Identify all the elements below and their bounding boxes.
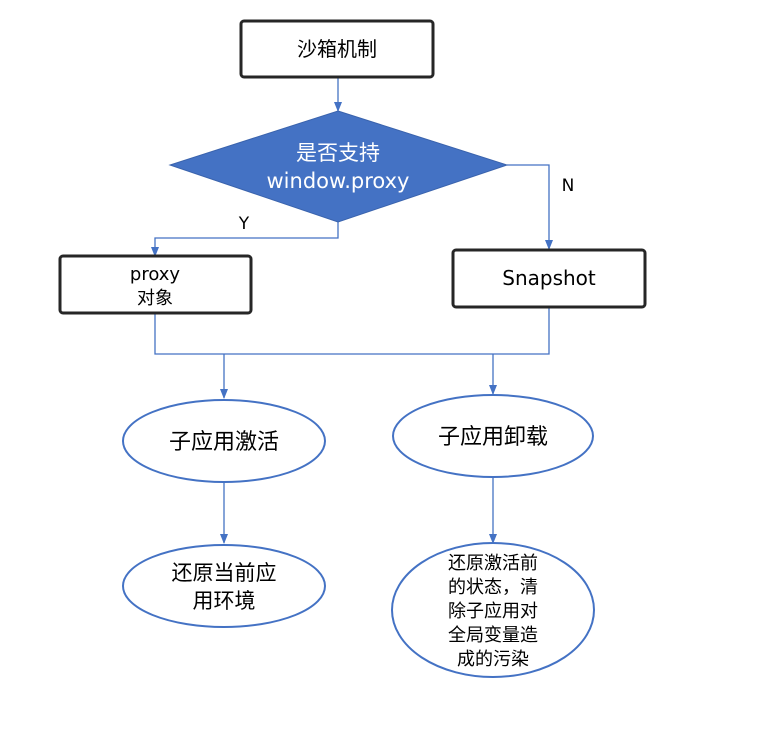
restore-state-line-5: 成的污染 [457, 649, 529, 670]
restore-env-line-2: 用环境 [193, 589, 256, 613]
decision-line-2: window.proxy [267, 169, 410, 193]
restore-state-line-1: 还原激活前 [448, 553, 538, 574]
edge-decision-to-snapshot [507, 164, 553, 250]
restore-state-line-4: 全局变量造 [448, 625, 538, 646]
edge-decision-to-proxy [151, 222, 339, 257]
unload-node: 子应用卸载 [392, 394, 594, 478]
decision-line-1: 是否支持 [296, 141, 380, 165]
restore-env-node: 还原当前应 用环境 [122, 544, 326, 628]
edge-proxy-merge [154, 307, 550, 355]
unload-label: 子应用卸载 [438, 425, 548, 450]
proxy-line-1: proxy [130, 264, 181, 285]
start-node: 沙箱机制 [239, 19, 435, 79]
proxy-node: proxy 对象 [58, 254, 253, 315]
decision-node: 是否支持 window.proxy [168, 110, 509, 223]
restore-state-line-3: 除子应用对 [448, 601, 538, 622]
snapshot-label: Snapshot [502, 266, 596, 290]
activate-label: 子应用激活 [169, 430, 279, 455]
activate-node: 子应用激活 [122, 399, 326, 483]
restore-state-line-2: 的状态，清 [448, 577, 538, 598]
start-node-label: 沙箱机制 [297, 37, 377, 61]
no-label: N [562, 176, 575, 196]
proxy-line-2: 对象 [137, 288, 173, 309]
snapshot-node: Snapshot [451, 248, 647, 309]
restore-env-line-1: 还原当前应 [172, 561, 277, 585]
restore-state-node: 还原激活前 的状态，清 除子应用对 全局变量造 成的污染 [391, 542, 595, 678]
yes-label: Y [238, 214, 250, 234]
